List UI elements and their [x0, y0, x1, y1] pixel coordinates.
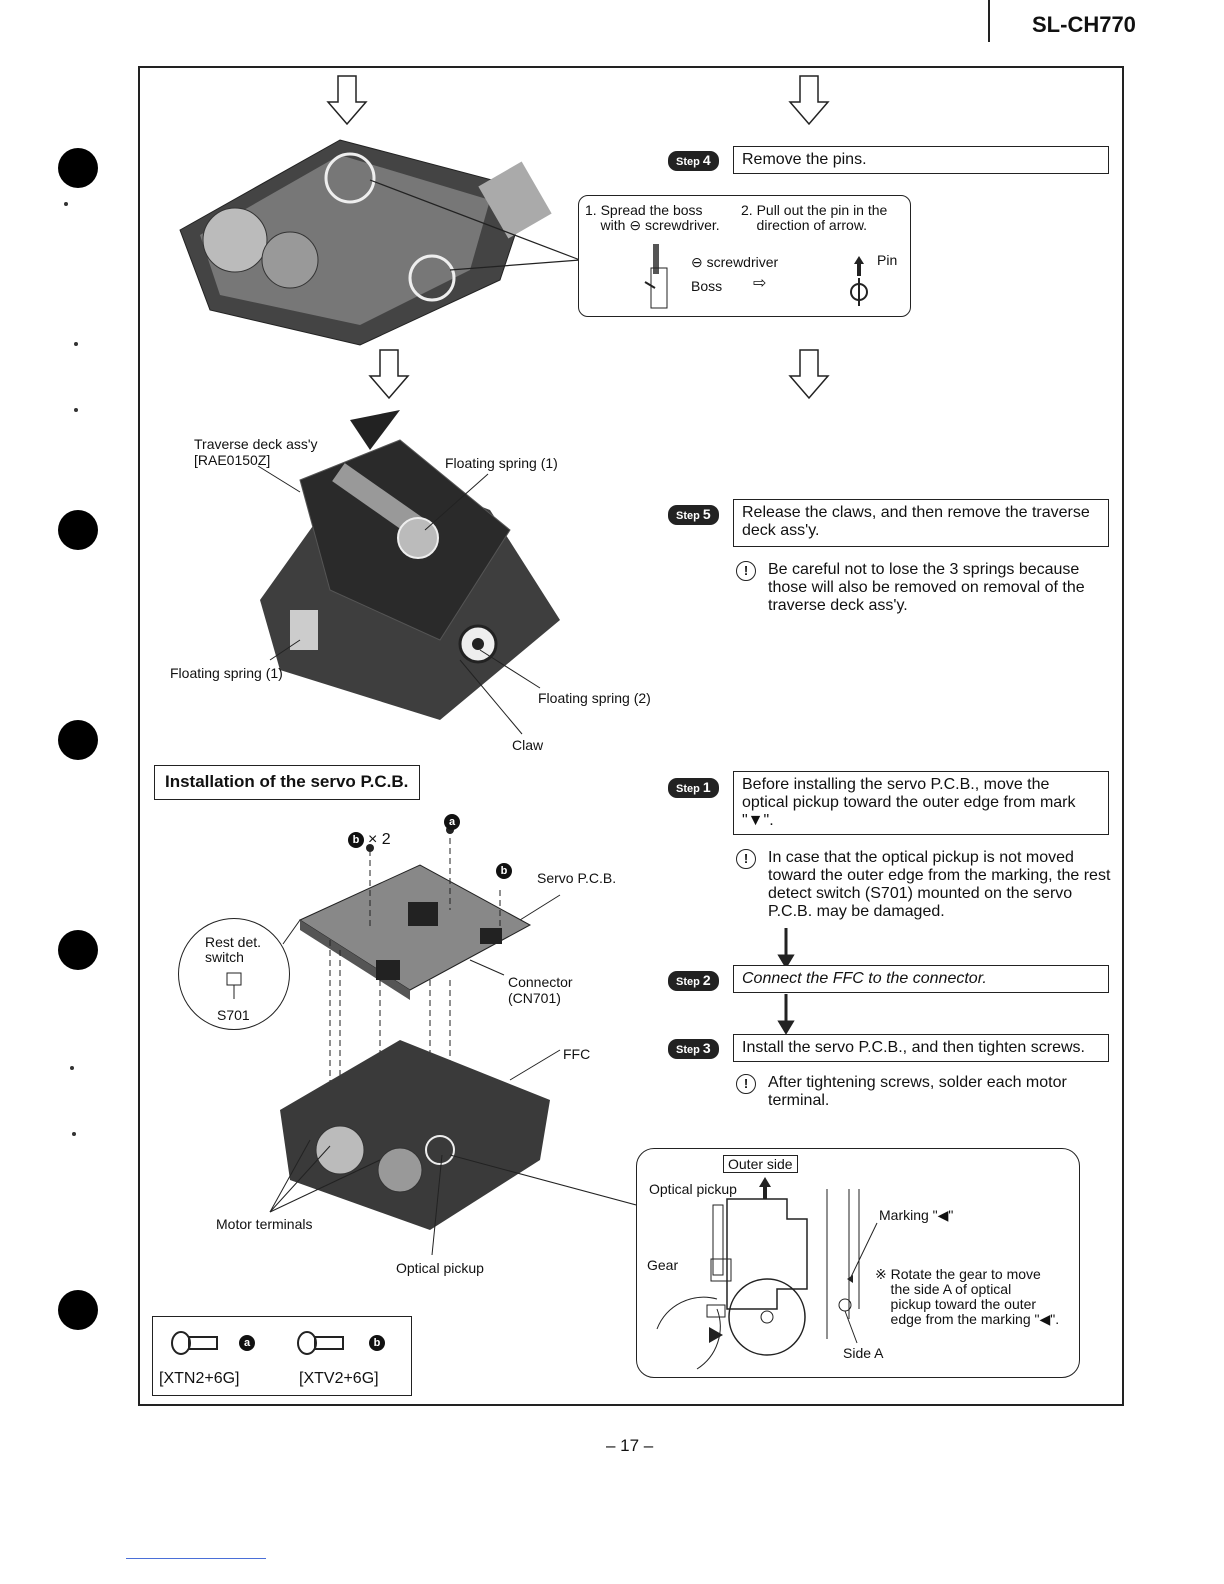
gear-label: Gear	[647, 1257, 679, 1273]
traverse-deck-photo	[260, 410, 560, 720]
rest-det-label: Rest det. switch	[205, 934, 262, 965]
screw-b-count: × 2	[368, 831, 391, 848]
instruction-2: 2. Pull out the pin in the direction of …	[741, 202, 888, 233]
ffc-label: FFC	[563, 1046, 591, 1062]
step3-instruction: Install the servo P.C.B., and then tight…	[733, 1034, 1109, 1062]
footer-rule	[126, 1558, 266, 1559]
marking-label: Marking "◀"	[879, 1207, 954, 1223]
floating-spring-1-label: Floating spring (1)	[170, 665, 283, 681]
caution-icon: !	[736, 849, 756, 869]
margin-mark	[74, 408, 78, 412]
step-badge: Step 5	[668, 505, 719, 525]
model-header: SL-CH770	[988, 0, 1150, 42]
pin-icon	[850, 256, 868, 306]
pin-removal-detail: 1. Spread the boss with ⊖ screwdriver. 2…	[578, 195, 911, 317]
screw-a-part: [XTN2+6G]	[159, 1370, 240, 1387]
screw-a-marker: a	[239, 1335, 255, 1351]
screw-icon	[171, 1331, 218, 1355]
binder-hole	[58, 510, 98, 550]
step3-caution: After tightening screws, solder each mot…	[768, 1074, 1067, 1109]
s701-label: S701	[217, 1007, 250, 1023]
pin-label: Pin	[877, 252, 898, 268]
step1-instruction: Before installing the servo P.C.B., move…	[733, 771, 1109, 835]
mechanism-photo	[179, 139, 581, 346]
margin-mark	[72, 1132, 76, 1136]
screwdriver-icon	[644, 244, 668, 309]
step1-caution: In case that the optical pickup is not m…	[768, 849, 1111, 920]
optical-pickup-label: Optical pickup	[396, 1260, 484, 1276]
servo-pcb-assembly	[269, 826, 641, 1256]
caution-icon: !	[736, 561, 756, 581]
rotate-gear-note: ※ Rotate the gear to move the side A of …	[875, 1266, 1060, 1327]
side-a-label: Side A	[843, 1345, 884, 1361]
binder-hole	[58, 148, 98, 188]
caution-icon: !	[736, 1074, 756, 1094]
binder-hole	[58, 930, 98, 970]
margin-mark	[70, 1066, 74, 1070]
connector-label: Connector (CN701)	[508, 974, 573, 1006]
screw-b-part: [XTV2+6G]	[299, 1370, 379, 1387]
screw-b-marker: b	[496, 863, 512, 879]
step-badge: Step 3	[668, 1039, 719, 1059]
screw-b-marker: b	[348, 832, 364, 848]
right-arrow-icon: ⇨	[753, 275, 767, 292]
page-number: – 17 –	[606, 1436, 654, 1455]
down-arrow-icon	[368, 349, 410, 400]
section-title: Installation of the servo P.C.B.	[154, 765, 420, 800]
floating-spring-2-label: Floating spring (2)	[538, 690, 651, 706]
step2-instruction: Connect the FFC to the connector.	[733, 965, 1109, 993]
servo-pcb-label: Servo P.C.B.	[537, 870, 617, 886]
step-badge: Step 2	[668, 971, 719, 991]
screw-a-marker: a	[444, 814, 460, 830]
step5-caution: Be careful not to lose the 3 springs bec…	[768, 561, 1085, 614]
floating-spring-1-label: Floating spring (1)	[445, 455, 558, 471]
screw-legend: a b [XTN2+6G] [XTV2+6G]	[152, 1316, 412, 1396]
screw-b-marker: b	[369, 1335, 385, 1351]
margin-mark	[74, 342, 78, 346]
down-arrow-icon	[788, 75, 830, 126]
down-arrow-icon	[326, 75, 368, 126]
model-number: SL-CH770	[1032, 12, 1136, 37]
binder-hole	[58, 720, 98, 760]
step-badge: Step 4	[668, 151, 719, 171]
step-badge: Step 1	[668, 778, 719, 798]
rest-det-switch-detail: Rest det. switch S701	[178, 918, 290, 1030]
pickup-mechanism-drawing	[656, 1177, 878, 1370]
switch-icon	[226, 972, 242, 999]
down-arrow-icon	[788, 349, 830, 400]
screw-icon	[297, 1331, 344, 1355]
traverse-deck-label: Traverse deck ass'y [RAE0150Z]	[194, 436, 318, 468]
binder-hole	[58, 1290, 98, 1330]
boss-label: Boss	[691, 278, 723, 294]
detail-optical-pickup-label: Optical pickup	[649, 1181, 737, 1197]
screwdriver-label: ⊖ screwdriver	[691, 254, 779, 270]
content-frame	[138, 66, 1124, 1406]
outer-side-detail: Outer side Optical pickup Gear Marking "…	[636, 1148, 1080, 1378]
claw-label: Claw	[512, 737, 544, 753]
margin-mark	[64, 202, 68, 206]
motor-terminals-label: Motor terminals	[216, 1216, 313, 1232]
instruction-1: 1. Spread the boss with ⊖ screwdriver.	[585, 202, 720, 233]
step4-instruction: Remove the pins.	[733, 146, 1109, 174]
step5-instruction: Release the claws, and then remove the t…	[733, 499, 1109, 547]
outer-side-label: Outer side	[723, 1155, 798, 1173]
